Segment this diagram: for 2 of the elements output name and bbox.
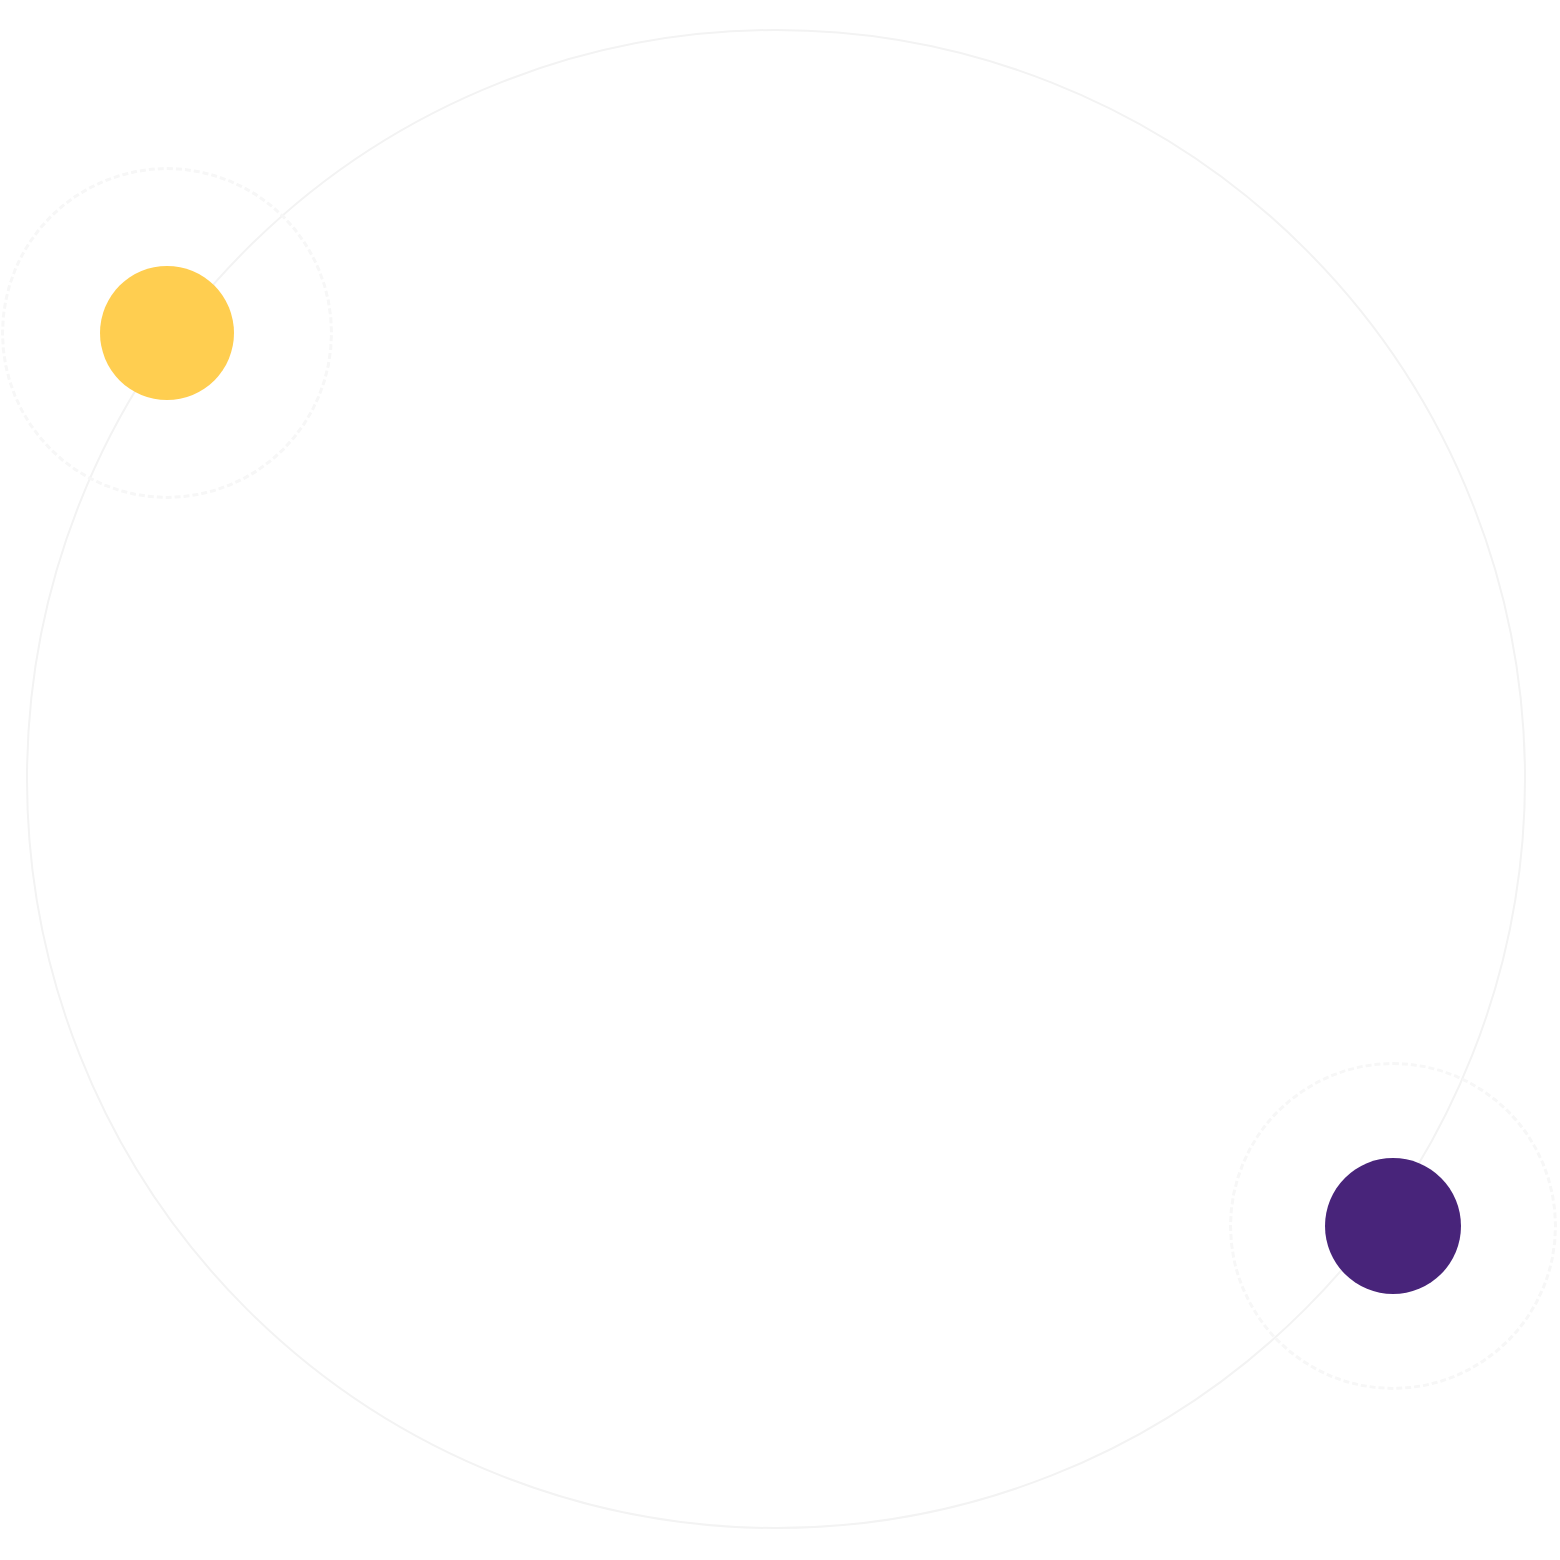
halo-ring — [1, 167, 333, 499]
halo-ring — [1229, 1062, 1557, 1390]
